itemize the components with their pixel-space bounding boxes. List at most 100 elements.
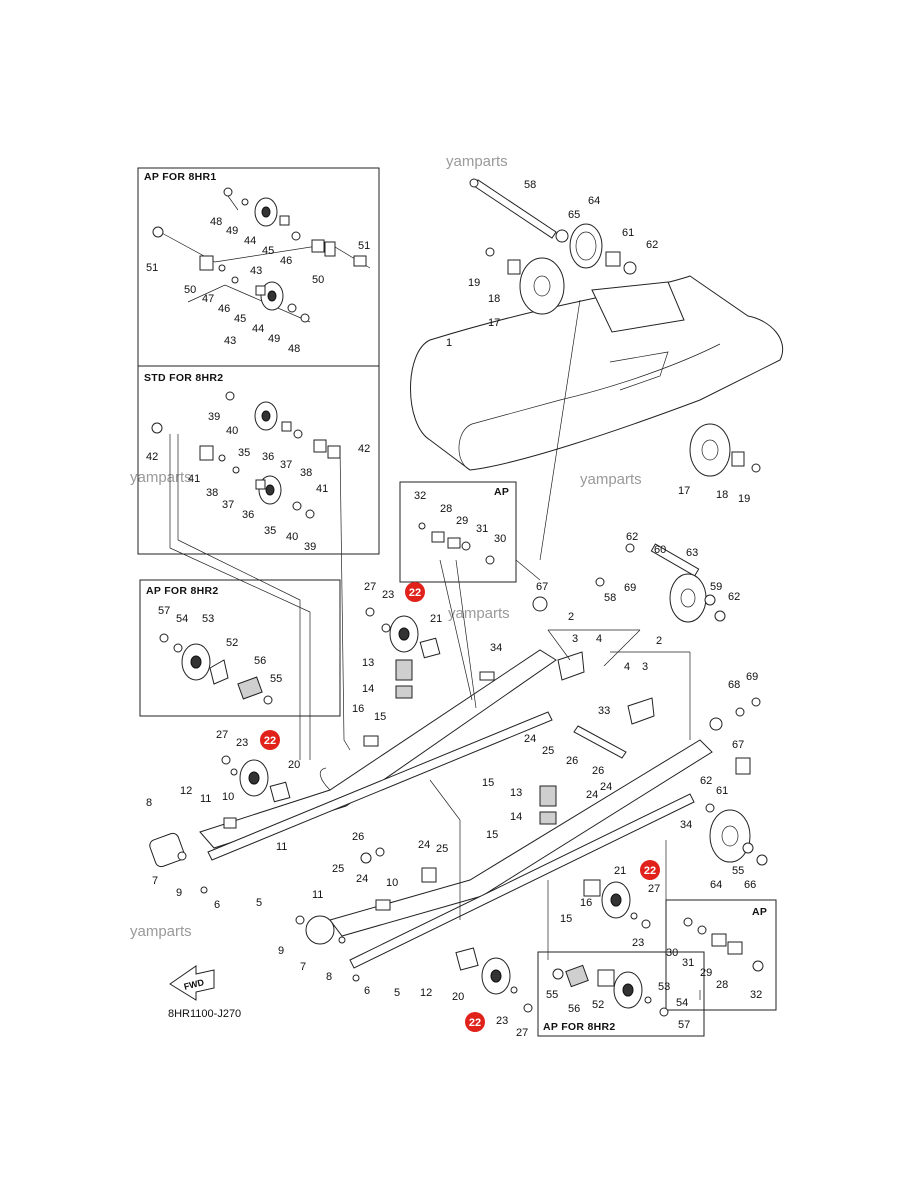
svg-text:54: 54: [676, 997, 688, 1009]
svg-text:56: 56: [568, 1003, 580, 1015]
svg-text:35: 35: [264, 525, 276, 537]
upper-mid-parts: 27 23 21 34 13 14 33 16 15 24 25 26 26 2…: [352, 581, 751, 841]
svg-text:8: 8: [326, 971, 332, 983]
svg-text:24: 24: [524, 733, 536, 745]
svg-text:64: 64: [710, 879, 722, 891]
svg-text:62: 62: [700, 775, 712, 787]
svg-text:7: 7: [300, 961, 306, 973]
svg-text:15: 15: [482, 777, 494, 789]
svg-text:27: 27: [216, 729, 228, 741]
svg-text:20: 20: [452, 991, 464, 1003]
svg-text:63: 63: [686, 547, 698, 559]
svg-text:43: 43: [250, 265, 262, 277]
svg-text:38: 38: [300, 467, 312, 479]
svg-text:9: 9: [278, 945, 284, 957]
svg-text:55: 55: [270, 673, 282, 685]
svg-text:25: 25: [332, 863, 344, 875]
svg-text:57: 57: [678, 1019, 690, 1031]
svg-text:52: 52: [226, 637, 238, 649]
svg-text:46: 46: [218, 303, 230, 315]
svg-text:45: 45: [262, 245, 274, 257]
svg-text:42: 42: [358, 443, 370, 455]
watermark: yamparts: [448, 605, 510, 622]
svg-text:26: 26: [592, 765, 604, 777]
svg-text:62: 62: [646, 239, 658, 251]
highlight-marker[interactable]: 22: [465, 1012, 485, 1032]
svg-text:49: 49: [268, 333, 280, 345]
svg-text:55: 55: [546, 989, 558, 1001]
svg-text:58: 58: [604, 592, 616, 604]
svg-text:16: 16: [580, 897, 592, 909]
svg-text:31: 31: [476, 523, 488, 535]
svg-text:27: 27: [516, 1027, 528, 1039]
svg-text:44: 44: [252, 323, 264, 335]
svg-text:23: 23: [496, 1015, 508, 1027]
box-ap-for-8hr2-bottom: AP FOR 8HR2 55 56 52 53 54 57: [537, 951, 705, 1037]
svg-text:31: 31: [682, 957, 694, 969]
slide-rail-upper: 2 3 4 2 4 3 69 68 67: [199, 611, 761, 969]
rear-axle-assembly: 62 60 63 69 58 67 59 62: [532, 531, 740, 623]
svg-text:12: 12: [180, 785, 192, 797]
svg-text:65: 65: [568, 209, 580, 221]
svg-text:66: 66: [744, 879, 756, 891]
svg-text:61: 61: [716, 785, 728, 797]
svg-text:6: 6: [364, 985, 370, 997]
svg-text:52: 52: [592, 999, 604, 1011]
svg-text:28: 28: [716, 979, 728, 991]
svg-text:41: 41: [316, 483, 328, 495]
svg-text:69: 69: [746, 671, 758, 683]
fwd-arrow: FWD: [169, 965, 215, 1001]
svg-text:48: 48: [210, 216, 222, 228]
svg-text:24: 24: [586, 789, 598, 801]
svg-text:5: 5: [394, 987, 400, 999]
box-ap-for-8hr2-left: AP FOR 8HR2 57 54 53 52 56 55: [139, 579, 341, 717]
svg-text:22: 22: [264, 735, 276, 747]
svg-text:62: 62: [626, 531, 638, 543]
svg-text:39: 39: [304, 541, 316, 553]
svg-text:42: 42: [146, 451, 158, 463]
svg-text:53: 53: [202, 613, 214, 625]
svg-text:37: 37: [222, 499, 234, 511]
svg-text:22: 22: [644, 865, 656, 877]
svg-text:27: 27: [364, 581, 376, 593]
svg-text:11: 11: [312, 889, 323, 901]
svg-text:15: 15: [374, 711, 386, 723]
highlight-marker[interactable]: 22: [640, 860, 660, 880]
svg-text:24: 24: [600, 781, 612, 793]
svg-text:37: 37: [280, 459, 292, 471]
svg-text:7: 7: [152, 875, 158, 887]
svg-text:10: 10: [386, 877, 398, 889]
svg-text:21: 21: [614, 865, 626, 877]
highlight-marker[interactable]: 22: [405, 582, 425, 602]
svg-text:35: 35: [238, 447, 250, 459]
svg-text:40: 40: [226, 425, 238, 437]
box-ap-for-8hr1: AP FOR 8HR1 48 49 44 45 46 50 51 51 43 5: [137, 167, 380, 367]
svg-text:4: 4: [596, 633, 602, 645]
part-labels: 48 49 44 45 46 50 51 51 43 50 47 46 45 4…: [146, 216, 370, 355]
svg-text:33: 33: [598, 705, 610, 717]
svg-text:48: 48: [288, 343, 300, 355]
svg-text:21: 21: [430, 613, 442, 625]
svg-text:1: 1: [446, 337, 452, 349]
svg-text:51: 51: [146, 262, 158, 274]
svg-text:56: 56: [254, 655, 266, 667]
svg-text:16: 16: [352, 703, 364, 715]
svg-text:11: 11: [200, 793, 211, 805]
svg-text:FWD: FWD: [183, 977, 206, 992]
svg-text:67: 67: [732, 739, 744, 751]
svg-text:36: 36: [262, 451, 274, 463]
svg-text:41: 41: [188, 473, 200, 485]
svg-text:10: 10: [222, 791, 234, 803]
svg-text:13: 13: [362, 657, 374, 669]
highlight-marker[interactable]: 22: [260, 730, 280, 750]
box-ap-right: AP 30 31 29 28 32: [665, 899, 777, 1011]
svg-text:60: 60: [654, 544, 666, 556]
svg-text:45: 45: [234, 313, 246, 325]
svg-text:20: 20: [288, 759, 300, 771]
svg-text:19: 19: [468, 277, 480, 289]
svg-text:40: 40: [286, 531, 298, 543]
svg-text:50: 50: [184, 284, 196, 296]
svg-text:61: 61: [622, 227, 634, 239]
svg-text:30: 30: [494, 533, 506, 545]
svg-text:43: 43: [224, 335, 236, 347]
